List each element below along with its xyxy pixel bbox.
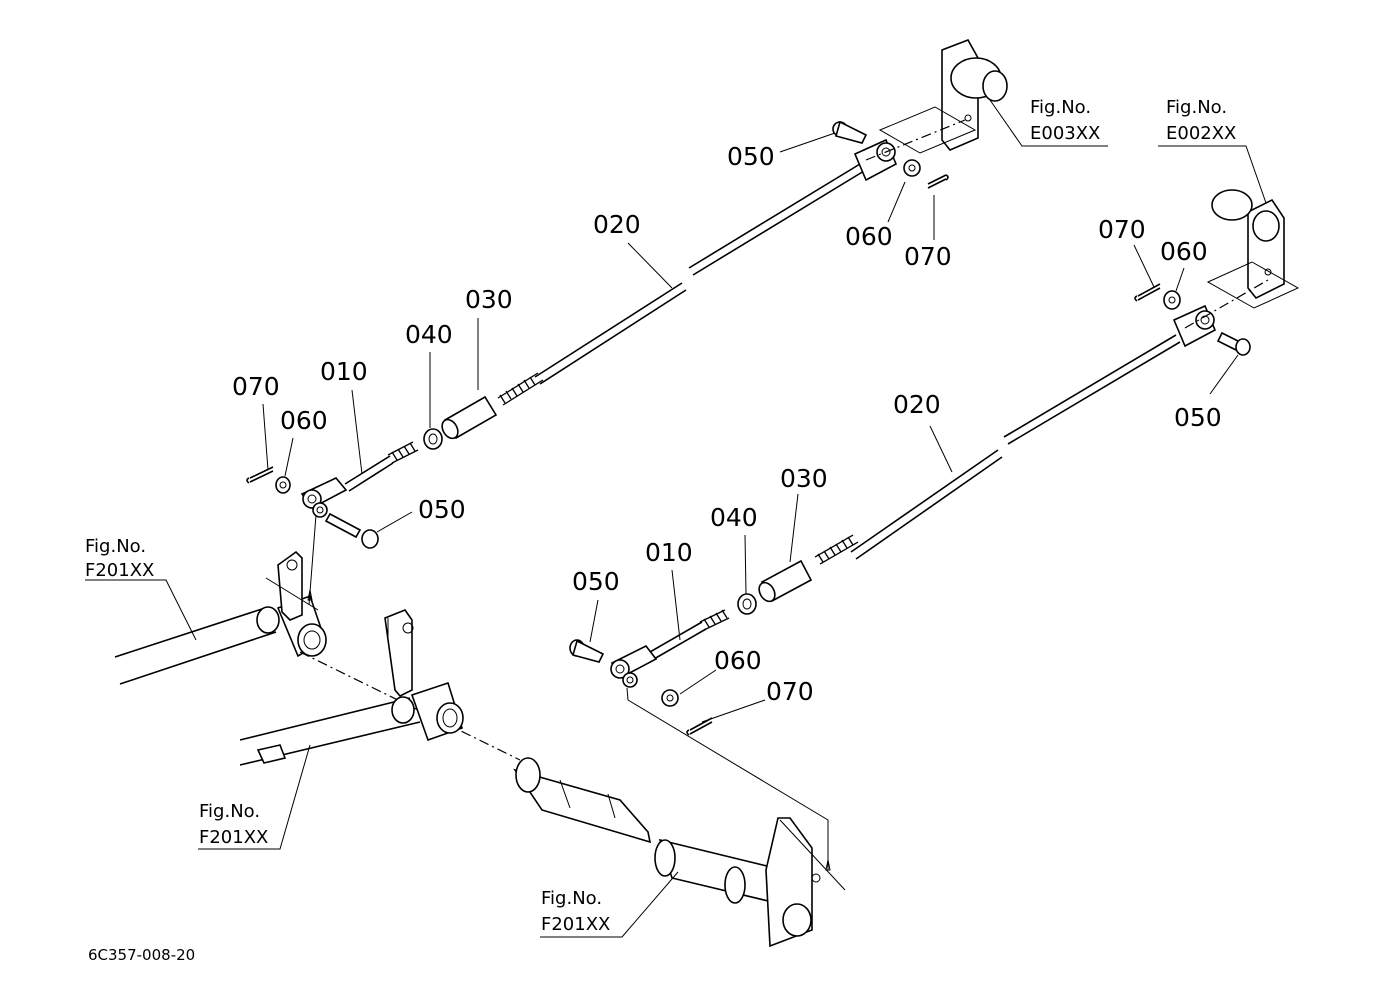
upper-nut-040 <box>423 428 443 450</box>
fig-ref-e002-title: Fig.No. <box>1166 97 1227 118</box>
fig-ref-f201-left-code: F201XX <box>85 560 154 581</box>
label-070-upper-right: 070 <box>904 242 952 271</box>
label-030-lower: 030 <box>780 464 828 493</box>
fig-ref-e003[interactable]: Fig.No. E003XX <box>1030 97 1100 144</box>
upper-rod-assembly <box>246 39 1008 549</box>
label-010-upper: 010 <box>320 357 368 386</box>
fig-ref-f201-middle-code: F201XX <box>199 827 268 848</box>
lower-coupler-030 <box>758 559 813 603</box>
label-030-upper: 030 <box>465 285 513 314</box>
label-050-upper-left: 050 <box>418 495 466 524</box>
lower-pin-050-right <box>1216 331 1251 356</box>
lower-cotter-070-right <box>1134 283 1161 302</box>
fig-ref-f201-bottom-title: Fig.No. <box>541 888 602 909</box>
drawing-code: 6C357-008-20 <box>88 946 195 964</box>
fig-ref-f201-middle[interactable]: Fig.No. F201XX <box>199 801 268 848</box>
label-070-lower-right: 070 <box>1098 215 1146 244</box>
fig-ref-f201-left[interactable]: Fig.No. F201XX <box>85 536 154 581</box>
fig-ref-e002[interactable]: Fig.No. E002XX <box>1166 97 1236 144</box>
upper-rod-end-010 <box>344 441 419 492</box>
lower-lever-bracket <box>1184 189 1300 329</box>
lower-rod-thread <box>814 534 859 565</box>
upper-cotter-070-right <box>927 174 949 189</box>
label-010-lower: 010 <box>645 538 693 567</box>
fig-ref-f201-bottom[interactable]: Fig.No. F201XX <box>541 888 610 935</box>
upper-lever-bracket <box>865 39 1008 161</box>
lower-pin-050-left <box>569 639 605 663</box>
lower-shaft-linkage <box>114 514 846 948</box>
lower-clevis-right <box>1172 304 1217 348</box>
label-060-lower-right: 060 <box>1160 237 1208 266</box>
label-050-upper-right: 050 <box>727 142 775 171</box>
upper-rod-thread <box>497 372 544 406</box>
label-040-lower: 040 <box>710 503 758 532</box>
lower-rod-assembly <box>569 189 1300 736</box>
label-060-upper-right: 060 <box>845 222 893 251</box>
fig-ref-f201-left-title: Fig.No. <box>85 536 146 557</box>
upper-pin-050-left <box>324 512 379 549</box>
lower-nut-040 <box>737 593 757 615</box>
upper-rod-020 <box>534 163 865 385</box>
upper-clevis-left <box>300 477 348 518</box>
lower-washer-060-right <box>1163 290 1181 310</box>
label-060-upper-left: 060 <box>280 406 328 435</box>
fig-ref-e003-title: Fig.No. <box>1030 97 1091 118</box>
label-070-upper-left: 070 <box>232 372 280 401</box>
label-070-lower-left: 070 <box>766 677 814 706</box>
fig-ref-f201-bottom-code: F201XX <box>541 914 610 935</box>
fig-ref-f201-middle-title: Fig.No. <box>199 801 260 822</box>
lower-clevis-left <box>610 644 658 688</box>
leader-lines <box>85 99 1267 938</box>
upper-clevis-right <box>853 138 898 182</box>
lower-washer-060-left <box>661 689 679 707</box>
upper-coupler-030 <box>441 395 498 440</box>
label-050-lower-right: 050 <box>1174 403 1222 432</box>
lower-rod-020 <box>850 334 1181 560</box>
upper-washer-060-right <box>903 159 921 177</box>
upper-washer-060-left <box>275 476 291 494</box>
upper-cotter-070-left <box>246 466 274 484</box>
fig-ref-e002-code: E002XX <box>1166 123 1236 144</box>
upper-pin-050-right <box>832 120 868 144</box>
label-060-lower-left: 060 <box>714 646 762 675</box>
label-040-upper: 040 <box>405 320 453 349</box>
label-020-upper: 020 <box>593 210 641 239</box>
label-020-lower: 020 <box>893 390 941 419</box>
lower-rod-end-010 <box>649 609 730 660</box>
label-050-lower-left: 050 <box>572 567 620 596</box>
lower-cotter-070-left <box>686 717 713 736</box>
fig-ref-e003-code: E003XX <box>1030 123 1100 144</box>
